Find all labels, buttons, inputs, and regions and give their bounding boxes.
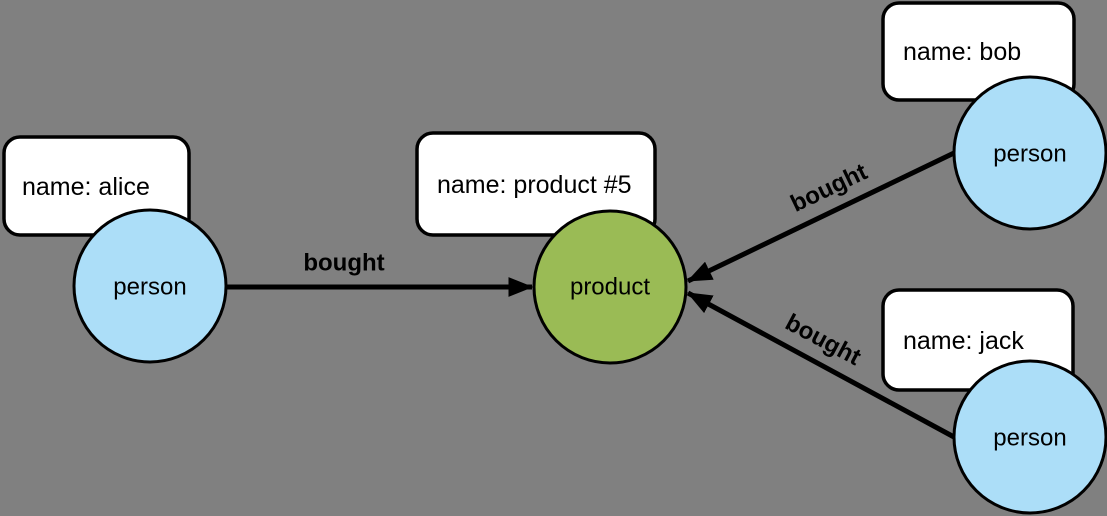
property-text-product: name: product #5 (437, 171, 632, 199)
node-circle (952, 359, 1107, 515)
node-person-alice: person (72, 208, 228, 364)
node-person-jack: person (952, 359, 1107, 515)
edge-label-bought: bought (781, 309, 865, 371)
node-person-bob: person (952, 75, 1107, 231)
property-text-jack: name: jack (903, 327, 1024, 355)
node-label: person (113, 274, 186, 301)
node-label: product (570, 274, 650, 301)
edge-bob-to-product: bought (686, 150, 956, 284)
property-box-alice: name: alice (2, 135, 191, 237)
node-label: person (993, 425, 1066, 452)
node-circle (952, 75, 1107, 231)
node-circle (72, 208, 228, 364)
node-circle (532, 209, 688, 365)
edge-line-bob-product (686, 150, 956, 284)
node-label: person (993, 141, 1066, 168)
property-text-bob: name: bob (903, 38, 1021, 66)
edge-label-bought: bought (303, 250, 384, 277)
edge-line-jack-product (686, 290, 956, 440)
edge-label-bought: bought (786, 158, 871, 217)
property-box-rect (415, 131, 657, 237)
property-box-product: name: product #5 (415, 131, 657, 237)
node-product: product (532, 209, 688, 365)
property-text-alice: name: alice (22, 173, 150, 201)
